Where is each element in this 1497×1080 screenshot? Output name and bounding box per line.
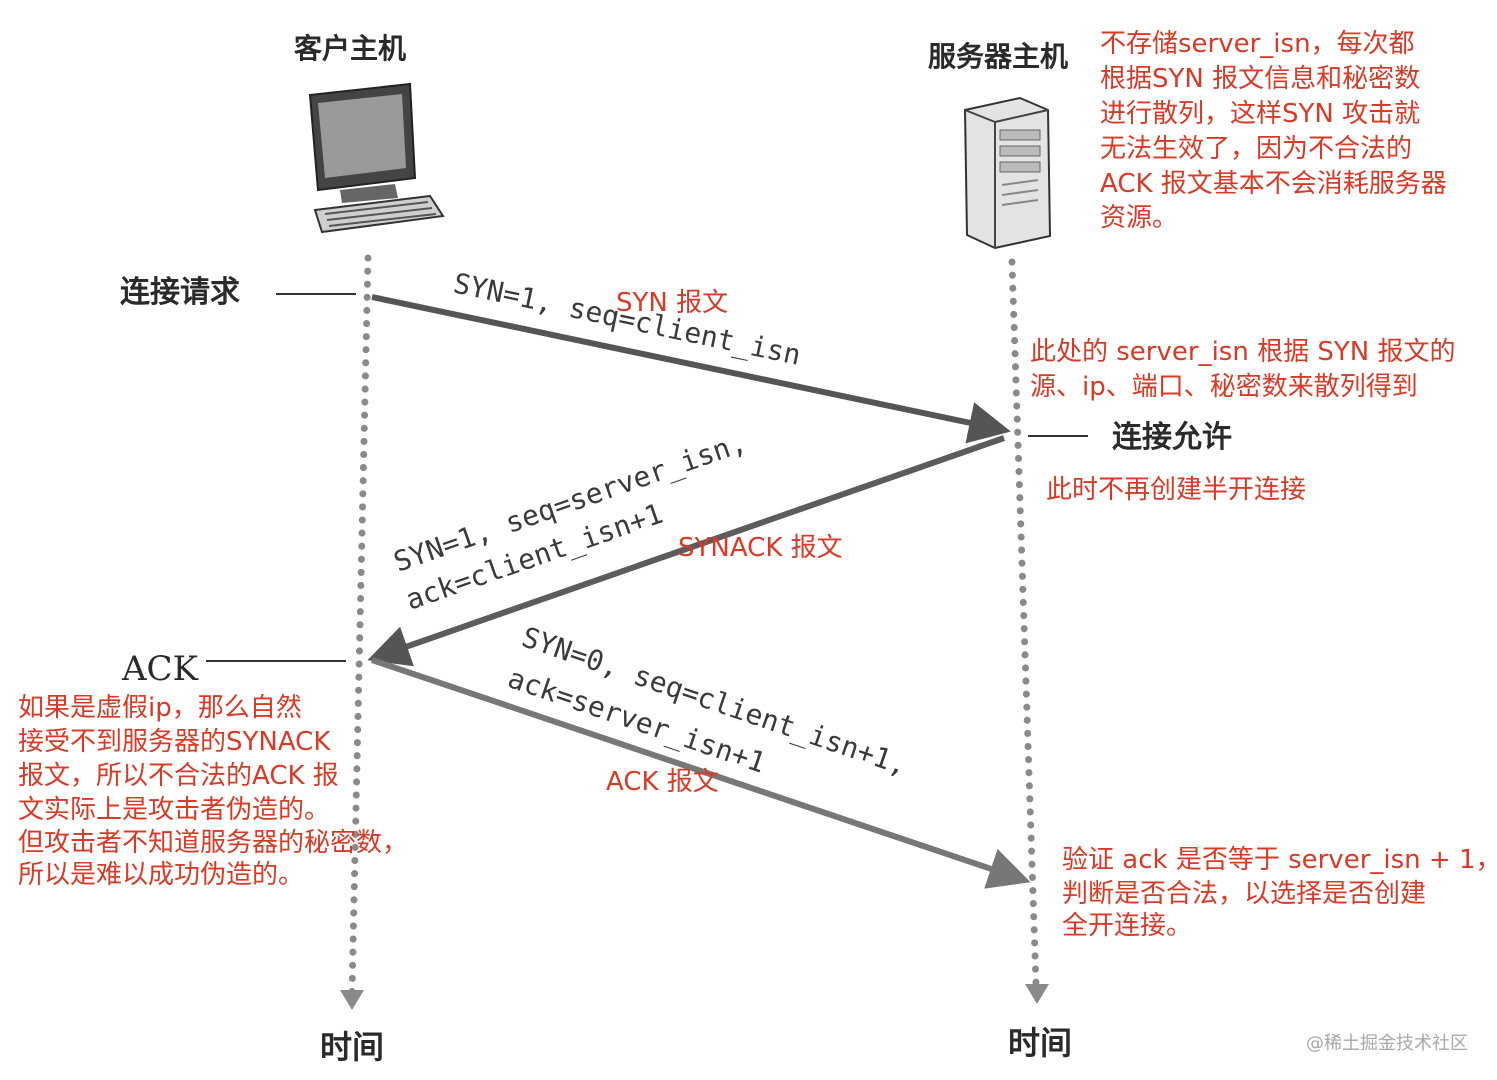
- server-title: 服务器主机: [928, 40, 1068, 73]
- connect-request-label: 连接请求: [120, 275, 240, 310]
- server-timeline: [1008, 258, 1040, 988]
- ack-label: ACK: [121, 649, 199, 689]
- synack-arrow: [367, 435, 1005, 667]
- ack-tag: ACK 报文: [606, 767, 719, 797]
- note-line: 进行散列，这样SYN 攻击就: [1100, 99, 1420, 129]
- note-line: 此处的 server_isn 根据 SYN 报文的: [1030, 337, 1455, 367]
- note-no-half-open: 此时不再创建半开连接: [1046, 475, 1306, 505]
- note-line: 不存储server_isn，每次都: [1100, 29, 1415, 59]
- note-line: 全开连接。: [1062, 911, 1192, 941]
- client-title: 客户主机: [294, 32, 406, 65]
- note-line: 接受不到服务器的SYNACK: [18, 727, 331, 757]
- note-line: 判断是否合法，以选择是否创建: [1062, 879, 1426, 909]
- server-time-label: 时间: [1008, 1024, 1072, 1062]
- synack-tag: SYNACK 报文: [678, 533, 843, 563]
- desktop-computer-icon: [308, 82, 445, 234]
- note-line: 此时不再创建半开连接: [1046, 475, 1306, 505]
- note-line: 资源。: [1100, 203, 1178, 233]
- connect-allow-label: 连接允许: [1112, 420, 1232, 455]
- note-line: ACK 报文基本不会消耗服务器: [1100, 169, 1447, 199]
- client-time-label: 时间: [320, 1028, 384, 1066]
- note-line: 如果是虚假ip，那么自然: [18, 693, 302, 723]
- note-verify: 验证 ack 是否等于 server_isn + 1， 判断是否合法，以选择是否…: [1062, 845, 1497, 941]
- ack-arrow: [371, 657, 1031, 889]
- note-line: 根据SYN 报文信息和秘密数: [1100, 64, 1420, 94]
- note-line: 无法生效了，因为不合法的: [1100, 134, 1412, 164]
- syn-arrow: [371, 294, 1011, 444]
- server-time-arrow-icon: [1025, 984, 1049, 1004]
- client-timeline: [348, 254, 372, 996]
- server-tower-icon: [963, 96, 1052, 250]
- note-line: 但攻击者不知道服务器的秘密数，: [18, 828, 408, 858]
- client-time-arrow-icon: [340, 990, 364, 1010]
- note-line: 所以是难以成功伪造的。: [18, 860, 304, 890]
- note-line: 源、ip、端口、秘密数来散列得到: [1030, 372, 1418, 402]
- note-fake-ip: 如果是虚假ip，那么自然 接受不到服务器的SYNACK 报文，所以不合法的ACK…: [18, 693, 408, 890]
- note-line: 验证 ack 是否等于 server_isn + 1，: [1062, 845, 1497, 875]
- watermark: @稀土掘金技术社区: [1306, 1033, 1468, 1054]
- syn-tag: SYN 报文: [616, 288, 728, 318]
- note-line: 报文，所以不合法的ACK 报: [18, 761, 339, 791]
- syn-params: SYN=1, seq=client_isn: [450, 267, 803, 373]
- note-line: 文实际上是攻击者伪造的。: [18, 795, 330, 825]
- note-hash-source: 此处的 server_isn 根据 SYN 报文的 源、ip、端口、秘密数来散列…: [1030, 337, 1455, 402]
- note-server-isn: 不存储server_isn，每次都 根据SYN 报文信息和秘密数 进行散列，这样…: [1100, 29, 1447, 233]
